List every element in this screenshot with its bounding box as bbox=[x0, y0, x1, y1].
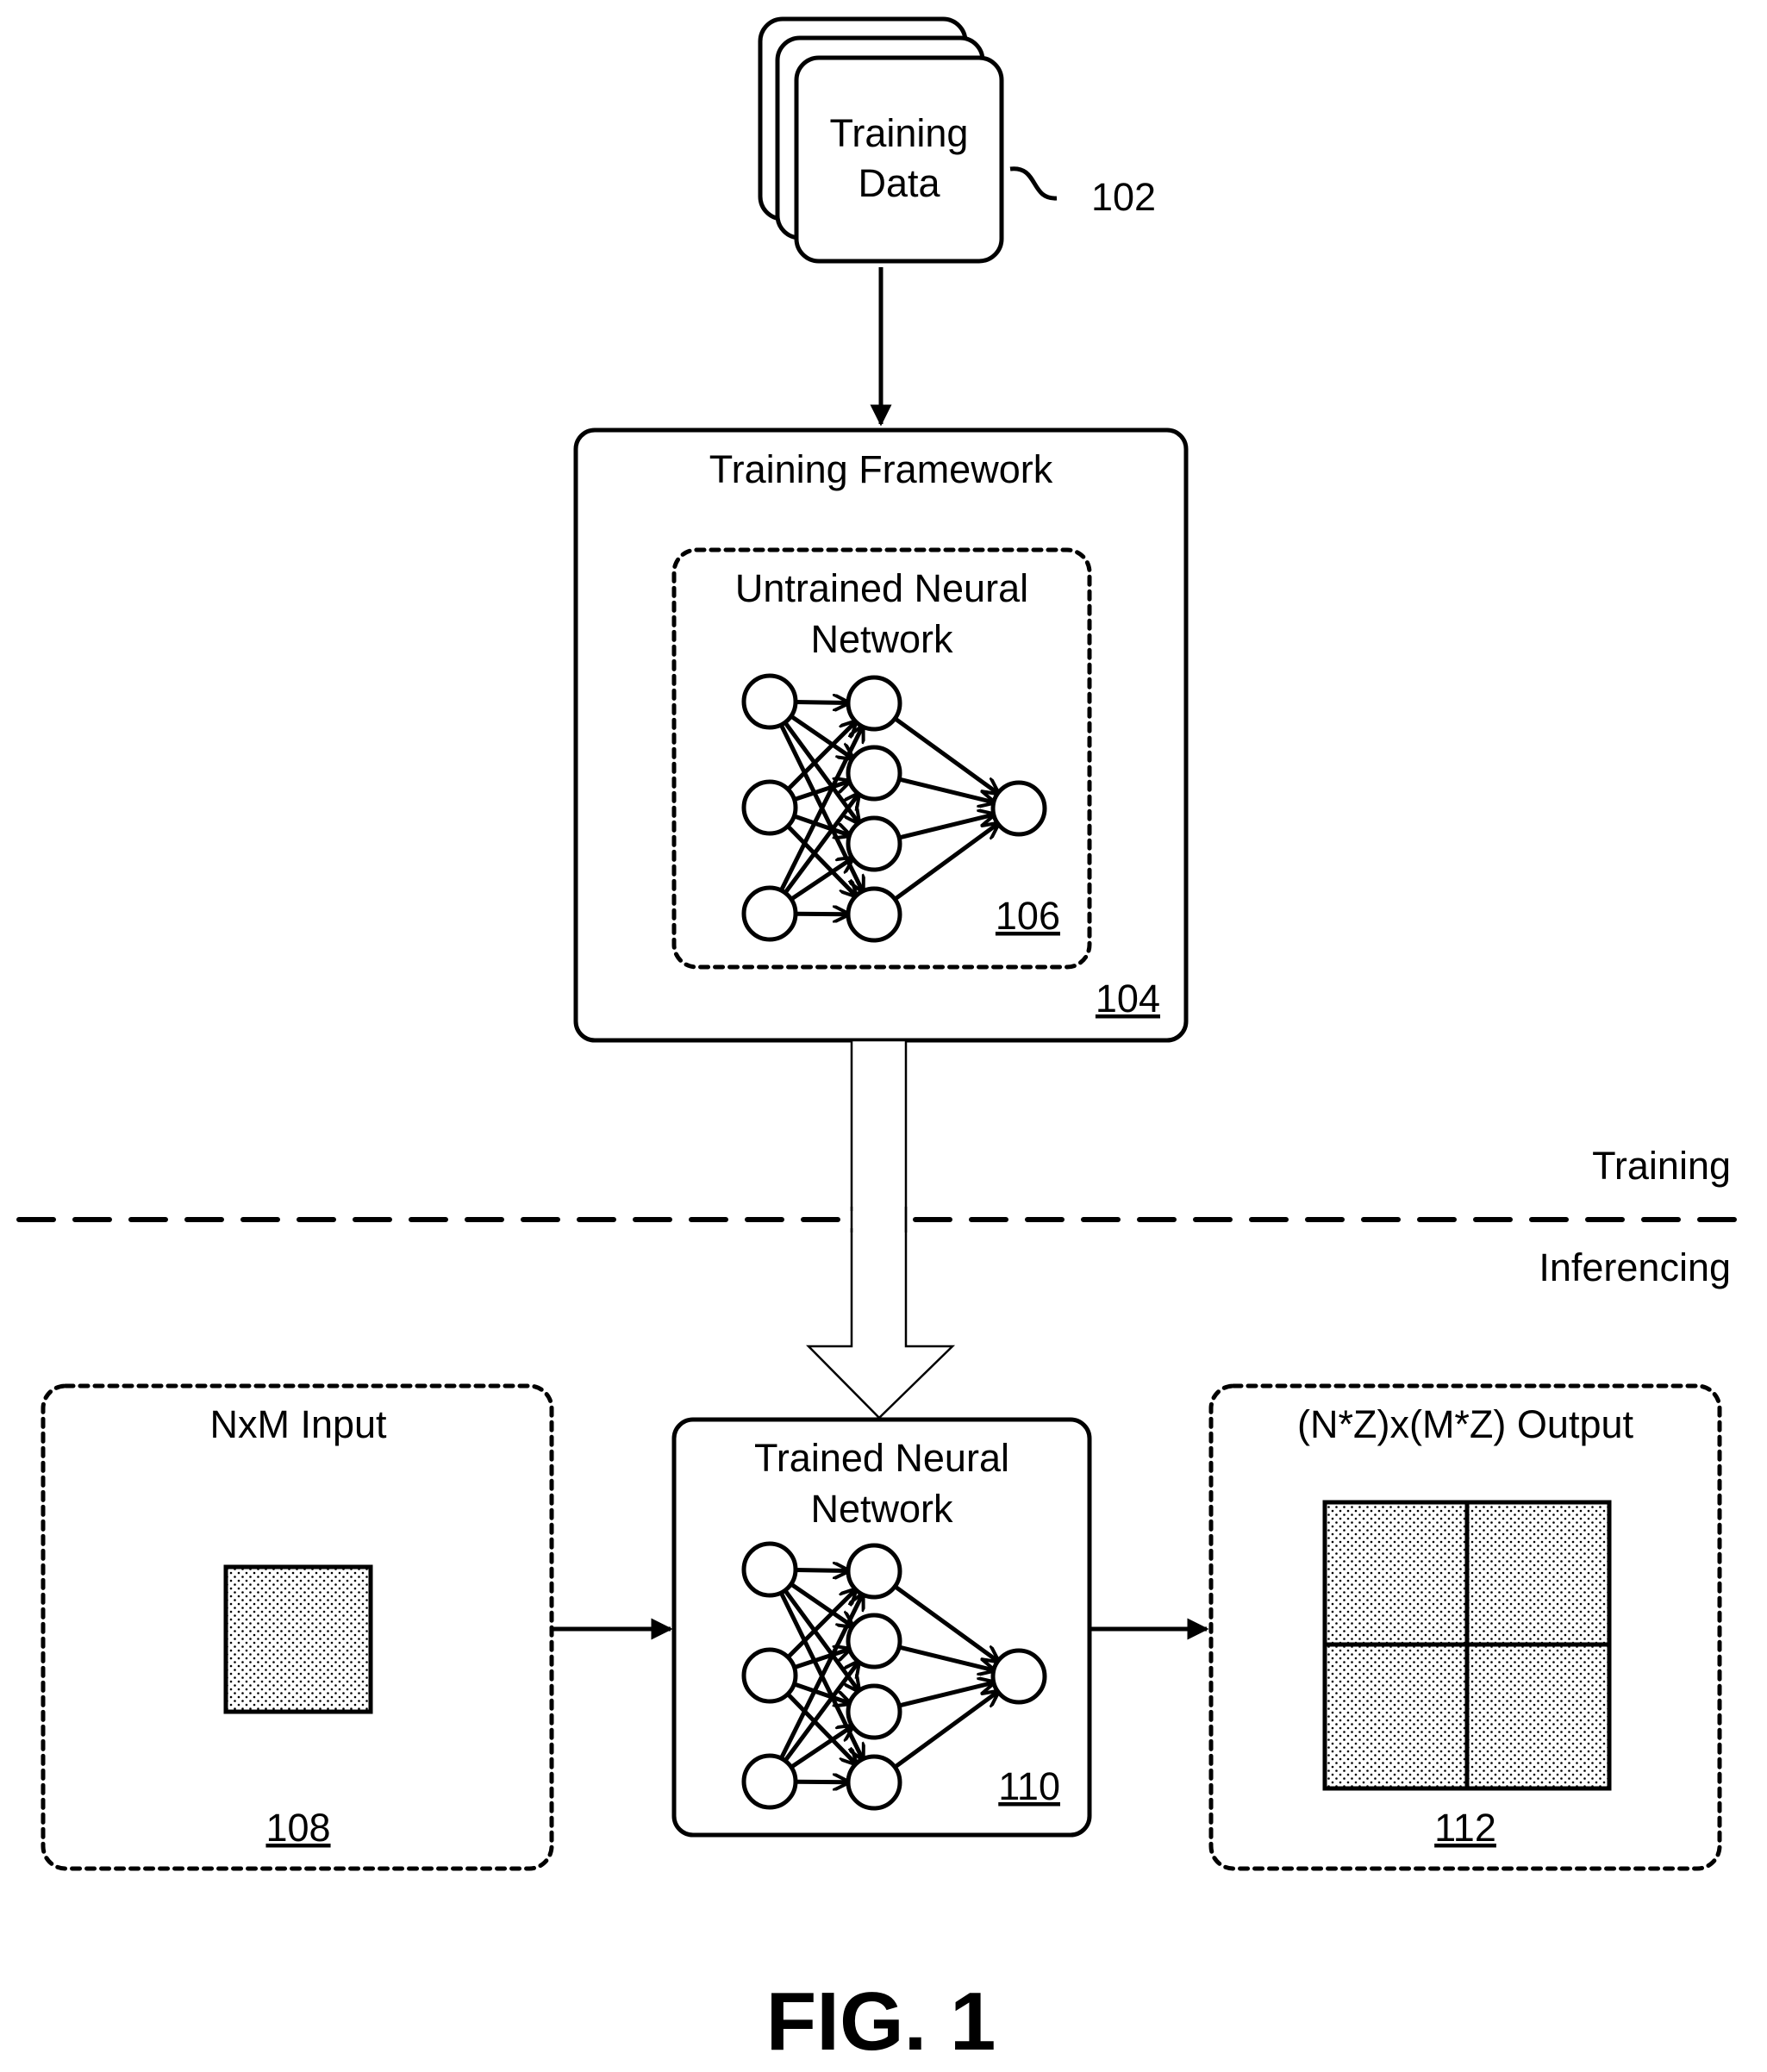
reference-leader-squiggle bbox=[1010, 169, 1057, 198]
figure-caption: FIG. 1 bbox=[766, 1975, 996, 2068]
trained-network-title-line2: Network bbox=[810, 1487, 953, 1531]
hidden-neuron bbox=[848, 889, 900, 940]
trained-network-ref: 110 bbox=[998, 1764, 1060, 1808]
input-title: NxM Input bbox=[209, 1402, 387, 1446]
input-neuron bbox=[744, 1650, 796, 1701]
output-title: (N*Z)x(M*Z) Output bbox=[1297, 1402, 1634, 1446]
input-neuron bbox=[744, 888, 796, 939]
untrained-network-title-line2: Network bbox=[810, 617, 953, 661]
trained-network-box: Trained Neural Network 110 bbox=[674, 1420, 1090, 1835]
input-ref: 108 bbox=[265, 1806, 330, 1850]
phase-label-inferencing: Inferencing bbox=[1539, 1245, 1731, 1289]
training-data-ref: 102 bbox=[1091, 175, 1156, 219]
output-neuron bbox=[993, 783, 1045, 834]
training-data-label-line1: Training bbox=[830, 111, 969, 155]
hidden-neuron bbox=[848, 1615, 900, 1667]
input-neuron bbox=[744, 1544, 796, 1595]
output-box: (N*Z)x(M*Z) Output 112 bbox=[1211, 1386, 1720, 1869]
phase-label-training: Training bbox=[1592, 1144, 1731, 1188]
training-framework-box: Training Framework 104 bbox=[576, 430, 1186, 1040]
training-framework-title: Training Framework bbox=[709, 447, 1053, 491]
untrained-network-title-line1: Untrained Neural bbox=[735, 566, 1028, 610]
output-neuron bbox=[993, 1651, 1045, 1702]
model-transfer-arrow bbox=[809, 1040, 952, 1418]
hidden-neuron bbox=[848, 677, 900, 729]
hidden-neuron bbox=[848, 1545, 900, 1597]
output-ref: 112 bbox=[1434, 1806, 1496, 1850]
hidden-neuron bbox=[848, 1757, 900, 1808]
hidden-neuron bbox=[848, 1686, 900, 1738]
training-data-card-front bbox=[796, 58, 1002, 261]
training-data-stack: Training Data 102 bbox=[760, 19, 1156, 261]
training-framework-ref: 104 bbox=[1096, 977, 1160, 1020]
trained-network-title-line1: Trained Neural bbox=[754, 1436, 1009, 1480]
input-image-tile bbox=[226, 1567, 371, 1712]
hidden-neuron bbox=[848, 818, 900, 870]
input-neuron bbox=[744, 676, 796, 727]
untrained-network-ref: 106 bbox=[996, 894, 1060, 938]
input-box: NxM Input 108 bbox=[43, 1386, 552, 1869]
input-neuron bbox=[744, 1756, 796, 1807]
hidden-neuron bbox=[848, 747, 900, 799]
training-data-label-line2: Data bbox=[858, 161, 940, 205]
input-neuron bbox=[744, 782, 796, 833]
